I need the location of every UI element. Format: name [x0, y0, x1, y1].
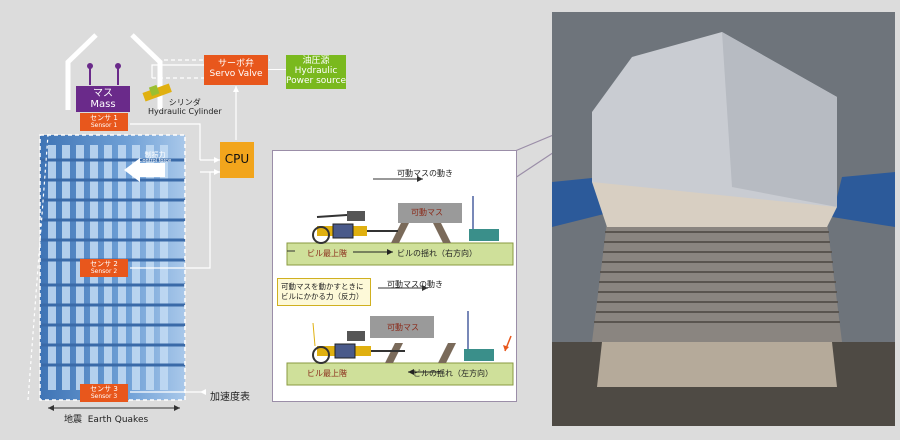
- cpu-label: CPU: [224, 152, 250, 167]
- cpu-box: CPU: [220, 142, 254, 178]
- roof-frame: [65, 33, 98, 110]
- sensor-1-badge: センサ 1 Sensor 1: [80, 113, 128, 131]
- top-mass-label: 可動マス: [411, 208, 443, 217]
- earthquakes-jp: 地震: [64, 415, 83, 425]
- control-force-label: 制振力 Control force: [139, 151, 172, 165]
- sensor-1-en: Sensor 1: [90, 121, 118, 129]
- mass-block: マス Mass: [76, 86, 130, 112]
- hydraulic-en2: Power source: [286, 75, 346, 86]
- bottom-mass-label: 可動マス: [387, 323, 419, 332]
- servo-hydraulic-connector: [268, 69, 286, 70]
- sway-outline: [39, 134, 186, 401]
- servo-valve-box: サーボ弁 Servo Valve: [204, 55, 268, 85]
- mass-label-en: Mass: [90, 99, 116, 110]
- hydraulic-source-box: 油圧源 Hydraulic Power source: [286, 55, 346, 89]
- hydraulic-en: Hydraulic: [294, 66, 338, 77]
- hydraulic-jp: 油圧源: [302, 56, 330, 67]
- damper-photo-drawing: [552, 12, 895, 426]
- control-force-en: Control force: [139, 158, 172, 165]
- sensor-1-jp: センサ 1: [90, 113, 118, 122]
- top-motion-label: 可動マスの動き: [397, 169, 453, 178]
- bottom-motion-label: 可動マスの動き: [387, 280, 443, 289]
- sensor-3-jp: センサ 3: [90, 384, 118, 393]
- bottom-sway-label: ビルの揺れ（左方向）: [413, 369, 493, 378]
- earthquakes-label: 地震 Earth Quakes: [64, 412, 148, 425]
- earthquakes-en: Earth Quakes: [87, 415, 149, 425]
- servo-valve-en: Servo Valve: [209, 69, 263, 79]
- sensor-2-en: Sensor 2: [90, 267, 118, 275]
- movable-mass-bottom: [370, 316, 434, 338]
- servo-valve-jp: サーボ弁: [217, 59, 254, 70]
- sensor-2-badge: センサ 2 Sensor 2: [80, 259, 128, 277]
- control-force-arrow: [124, 158, 165, 182]
- movable-mass-top: [398, 203, 462, 223]
- cylinder-jp: シリンダ: [168, 98, 201, 107]
- mechanism-inset: 可動マスの動き 可動マス ビル最上階 ビルの揺れ（右方向） 可動マスを動かすとき…: [272, 150, 517, 402]
- sensor-2-jp: センサ 2: [90, 259, 118, 268]
- sensor-3-badge: センサ 3 Sensor 3: [80, 384, 128, 402]
- control-force-jp: 制振力: [144, 151, 166, 159]
- mechanism-drawing: [286, 176, 514, 386]
- damper-photo: [552, 12, 895, 426]
- cylinder-en: Hydraulic Cylinder: [148, 106, 222, 116]
- floor-bottom: [286, 362, 514, 386]
- mass-label-jp: マス: [93, 88, 113, 99]
- top-floor-label: ビル最上階: [307, 249, 347, 258]
- top-sway-label: ビルの揺れ（右方向）: [397, 249, 477, 258]
- cylinder-label: シリンダ Hydraulic Cylinder: [148, 98, 222, 117]
- reaction-note: 可動マスを動かすときにビルにかかる力（反力）: [277, 278, 371, 306]
- sensor-3-en: Sensor 3: [90, 392, 118, 400]
- bottom-floor-label: ビル最上階: [307, 369, 347, 378]
- accelerometer-label: 加速度表: [210, 392, 250, 403]
- floor-top: [286, 242, 514, 266]
